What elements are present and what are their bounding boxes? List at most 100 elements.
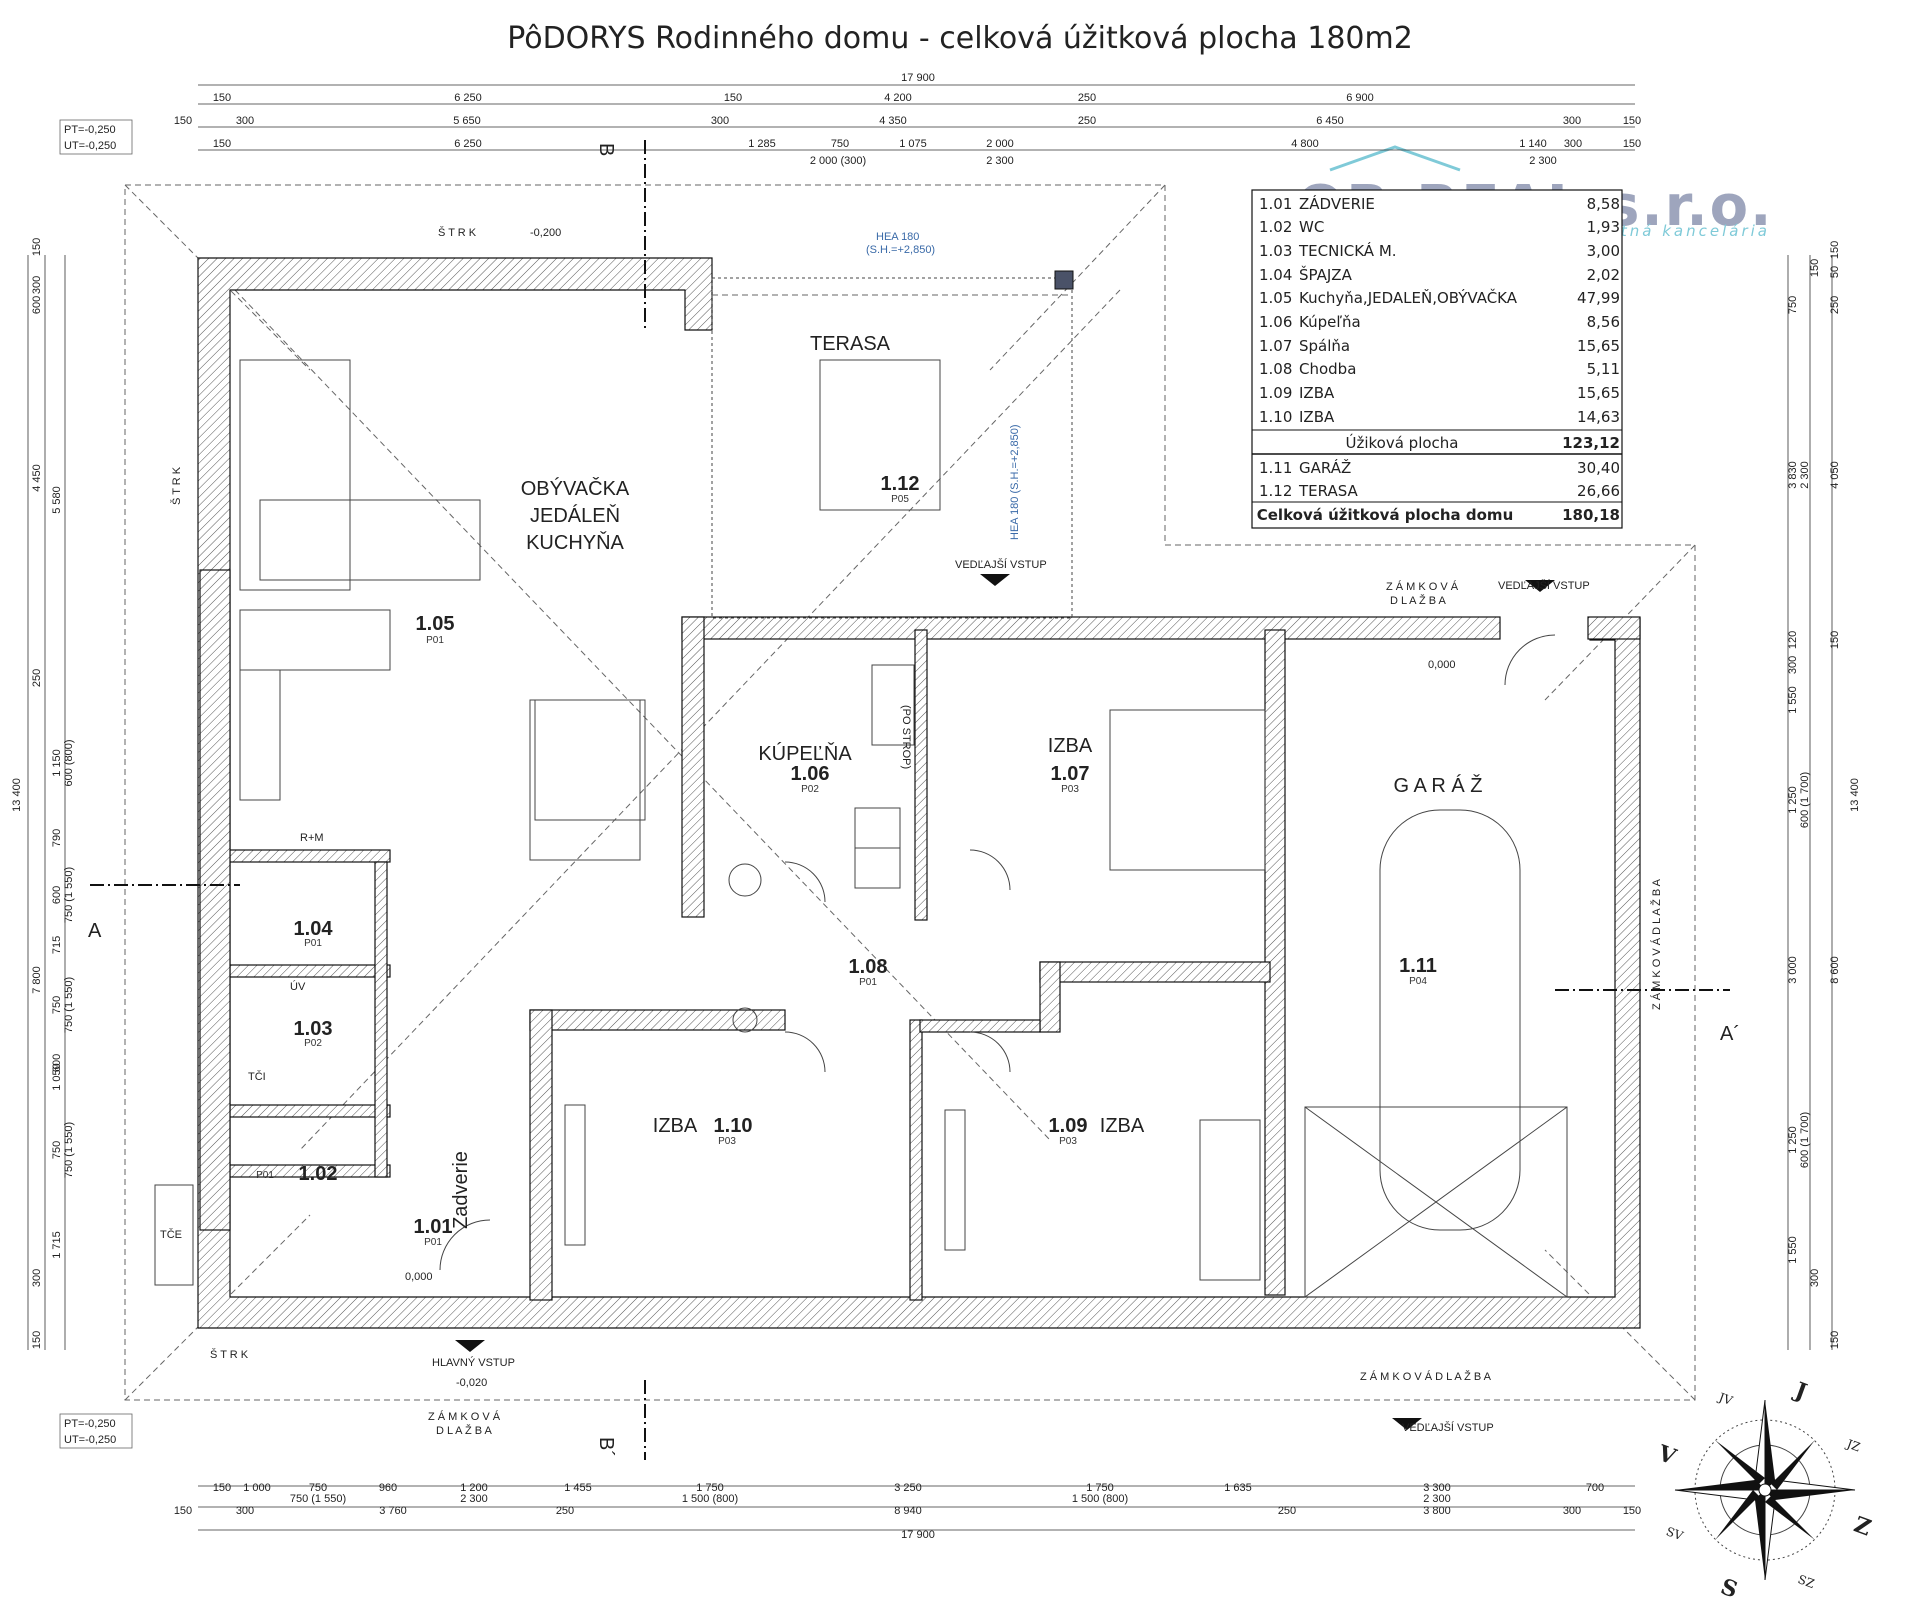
svg-text:ZÁDVERIE: ZÁDVERIE xyxy=(1299,194,1375,213)
svg-text:700: 700 xyxy=(1586,1482,1604,1494)
svg-text:300: 300 xyxy=(1563,115,1581,127)
svg-text:150: 150 xyxy=(213,92,231,104)
svg-text:1 550: 1 550 xyxy=(1787,1236,1799,1264)
svg-text:Spálňa: Spálňa xyxy=(1299,337,1350,355)
svg-text:IZBA: IZBA xyxy=(1299,408,1335,426)
svg-text:750 (1 550): 750 (1 550) xyxy=(63,867,75,923)
garage-floor-level: 0,000 xyxy=(1428,659,1456,671)
paving-top-label: Z Á M K O V Á xyxy=(1386,580,1459,593)
svg-text:1.04: 1.04 xyxy=(1259,266,1292,284)
svg-text:8,56: 8,56 xyxy=(1587,313,1620,331)
svg-text:250: 250 xyxy=(556,1505,574,1517)
right-dimension-chains: 150 150 50 750 250 3 830 2 300 4 050 150… xyxy=(1787,241,1861,1350)
interior-walls xyxy=(199,569,1286,1301)
room-1-10-name: IZBA xyxy=(653,1115,698,1137)
svg-text:SV: SV xyxy=(1664,1524,1685,1543)
svg-text:47,99: 47,99 xyxy=(1577,289,1620,307)
svg-text:2 300: 2 300 xyxy=(986,155,1014,167)
entrance-floor-level: 0,000 xyxy=(405,1271,433,1283)
svg-text:250: 250 xyxy=(1278,1505,1296,1517)
room-1-05-name-2: JEDÁLEŇ xyxy=(530,504,620,527)
svg-text:30,40: 30,40 xyxy=(1577,459,1620,477)
svg-text:5,11: 5,11 xyxy=(1587,360,1620,378)
beam-hea180-side-label: HEA 180 (S.H.=+2,850) xyxy=(1009,424,1021,540)
svg-text:50: 50 xyxy=(1829,266,1841,278)
level-marker-top: PT=-0,250 UT=-0,250 xyxy=(59,119,133,155)
svg-text:8,58: 8,58 xyxy=(1587,195,1620,213)
room-1-09-name: IZBA xyxy=(1100,1115,1145,1137)
svg-text:3 000: 3 000 xyxy=(1787,956,1799,984)
svg-text:750: 750 xyxy=(831,138,849,150)
svg-text:750 (1 550): 750 (1 550) xyxy=(290,1493,346,1505)
svg-text:600: 600 xyxy=(31,296,43,314)
svg-text:1.09: 1.09 xyxy=(1259,384,1292,402)
svg-text:250: 250 xyxy=(1078,115,1096,127)
svg-text:5 650: 5 650 xyxy=(453,115,481,127)
svg-text:Chodba: Chodba xyxy=(1299,360,1356,378)
svg-text:UT=-0,250: UT=-0,250 xyxy=(64,1434,116,1446)
svg-text:600: 600 xyxy=(51,886,63,904)
svg-text:1 140: 1 140 xyxy=(1519,138,1547,150)
svg-text:1 550: 1 550 xyxy=(1787,686,1799,714)
svg-text:1 500 (800): 1 500 (800) xyxy=(1072,1493,1128,1505)
boiler-label: ÚV xyxy=(290,980,306,993)
site-annotations: Š T R K -0,200 Š T R K Š T R K Z Á M K O… xyxy=(160,226,1663,1437)
svg-text:26,66: 26,66 xyxy=(1577,482,1620,500)
room-1-06-floor-code: P02 xyxy=(801,784,819,795)
svg-text:S: S xyxy=(1717,1574,1741,1604)
svg-text:1 000: 1 000 xyxy=(243,1482,271,1494)
svg-text:2 300: 2 300 xyxy=(1799,461,1811,489)
main-entrance-label: HLAVNÝ VSTUP xyxy=(432,1356,515,1369)
side-entrance-garage-label: VEDĽAJŠÍ VSTUP xyxy=(1498,579,1590,592)
paving-bl-label-2: D L A Ž B A xyxy=(436,1424,493,1437)
roof-outline xyxy=(124,184,1696,1401)
room-1-08-number: 1.08 xyxy=(849,956,888,978)
svg-text:6 250: 6 250 xyxy=(454,138,482,150)
svg-text:1 285: 1 285 xyxy=(748,138,776,150)
svg-text:1 075: 1 075 xyxy=(899,138,927,150)
bottom-dimension-chains: 150 1 000 750 960 1 200 1 455 1 750 3 25… xyxy=(174,1482,1641,1541)
svg-text:7 800: 7 800 xyxy=(31,966,43,994)
svg-text:1 635: 1 635 xyxy=(1224,1482,1252,1494)
room-1-10-floor-code: P03 xyxy=(718,1136,736,1147)
svg-text:1.11: 1.11 xyxy=(1259,459,1292,477)
svg-text:PT=-0,250: PT=-0,250 xyxy=(64,1418,116,1430)
furniture xyxy=(154,359,1568,1298)
section-b2-label: B´ xyxy=(595,1437,617,1457)
svg-text:750: 750 xyxy=(309,1482,327,1494)
svg-text:750 (1 550): 750 (1 550) xyxy=(63,977,75,1033)
gravel-left-label: Š T R K xyxy=(170,466,183,505)
svg-text:14,63: 14,63 xyxy=(1577,408,1620,426)
svg-text:750: 750 xyxy=(51,996,63,1014)
svg-text:1.05: 1.05 xyxy=(1259,289,1292,307)
room-1-01-floor-code: P01 xyxy=(424,1237,442,1248)
svg-text:TERASA: TERASA xyxy=(1298,482,1359,500)
area-total-label: Celková úžitková plocha domu xyxy=(1257,506,1514,524)
svg-text:1.02: 1.02 xyxy=(1259,218,1292,236)
svg-text:600 (1 700): 600 (1 700) xyxy=(1799,772,1811,828)
ceiling-note: (PO STROP) xyxy=(900,705,912,769)
svg-text:WC: WC xyxy=(1299,218,1324,236)
room-1-08-floor-code: P01 xyxy=(859,977,877,988)
room-1-01-name: Zadverie xyxy=(450,1151,472,1229)
compass-rose-icon: J S Z V JZ JV SZ SV xyxy=(1654,1377,1875,1604)
room-1-09-number: 1.09 xyxy=(1049,1115,1088,1137)
svg-text:150: 150 xyxy=(31,1331,43,1349)
room-1-05-number: 1.05 xyxy=(416,613,455,635)
svg-text:GARÁŽ: GARÁŽ xyxy=(1299,458,1351,477)
svg-text:8 600: 8 600 xyxy=(1829,956,1841,984)
room-1-05-name-3: KUCHYŇA xyxy=(526,531,624,554)
svg-text:300: 300 xyxy=(236,115,254,127)
svg-text:3,00: 3,00 xyxy=(1587,242,1620,260)
svg-text:300: 300 xyxy=(31,276,43,294)
area-table: 1.01 ZÁDVERIE 8,58 1.02 WC 1,93 1.03 TEC… xyxy=(1251,189,1623,529)
svg-text:1 455: 1 455 xyxy=(564,1482,592,1494)
svg-text:600 (800): 600 (800) xyxy=(63,739,75,786)
svg-text:3 800: 3 800 xyxy=(1423,1505,1451,1517)
svg-text:150: 150 xyxy=(1829,631,1841,649)
section-lines: A A´ B B´ xyxy=(88,140,1740,1460)
svg-text:J: J xyxy=(1790,1377,1811,1406)
svg-text:TECNICKÁ M.: TECNICKÁ M. xyxy=(1298,241,1397,260)
paving-top-label-2: D L A Ž B A xyxy=(1390,594,1447,607)
